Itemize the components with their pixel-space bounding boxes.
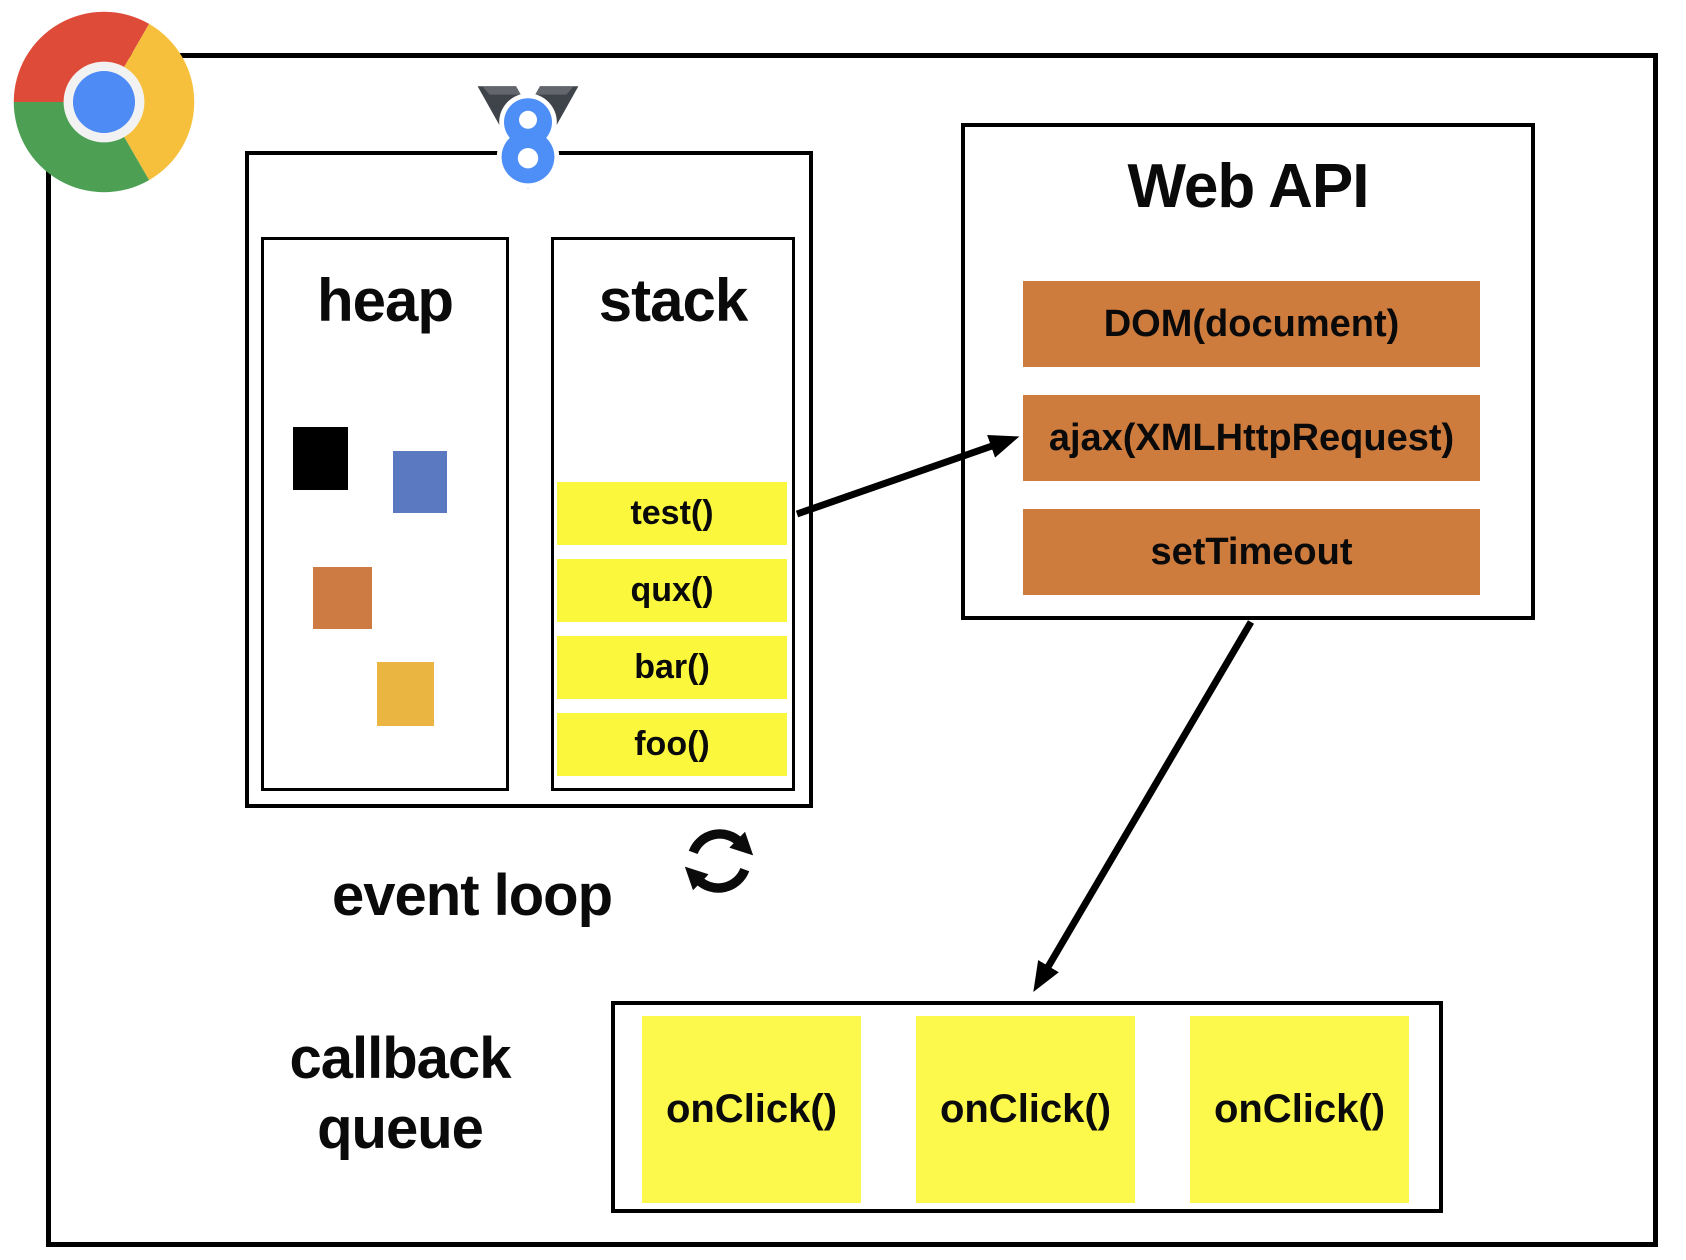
- queue-item-label: onClick(): [1213, 1087, 1386, 1131]
- web-api-item-settimeout: setTimeout: [1023, 509, 1480, 595]
- stack-frame-qux: qux(): [557, 559, 787, 622]
- heap-label: heap: [316, 267, 454, 334]
- browser-boundary-box: [46, 53, 1658, 1247]
- loop-arrows-icon: [684, 829, 754, 893]
- web-api-item-label: setTimeout: [1150, 530, 1353, 573]
- callback-queue-label-line2: queue: [317, 1096, 484, 1161]
- stack-frame-label: qux(): [630, 571, 714, 609]
- heap-object-blue: [393, 451, 447, 513]
- event-loop-label: event loop: [332, 863, 613, 928]
- heap-object-orange: [313, 567, 372, 629]
- web-api-item-label: ajax(XMLHttpRequest): [1048, 416, 1455, 459]
- queue-item-onclick-1: onClick(): [642, 1016, 861, 1203]
- stack-label: stack: [598, 267, 748, 334]
- web-api-title: Web API: [1127, 152, 1369, 221]
- stack-frame-label: foo(): [634, 725, 710, 763]
- heap-object-black: [293, 427, 348, 490]
- stack-frame-label: bar(): [634, 648, 710, 686]
- queue-item-label: onClick(): [939, 1087, 1112, 1131]
- queue-item-label: onClick(): [665, 1087, 838, 1131]
- callback-queue-label: callback queue: [250, 1024, 550, 1164]
- callback-queue-label-line1: callback: [289, 1026, 512, 1091]
- stack-frame-test: test(): [557, 482, 787, 545]
- stack-frame-foo: foo(): [557, 713, 787, 776]
- web-api-item-label: DOM(document): [1103, 302, 1400, 345]
- queue-item-onclick-3: onClick(): [1190, 1016, 1409, 1203]
- stack-frame-bar: bar(): [557, 636, 787, 699]
- stack-frame-label: test(): [630, 494, 714, 532]
- web-api-item-dom: DOM(document): [1023, 281, 1480, 367]
- web-api-item-ajax: ajax(XMLHttpRequest): [1023, 395, 1480, 481]
- heap-object-gold: [377, 662, 434, 726]
- queue-item-onclick-2: onClick(): [916, 1016, 1135, 1203]
